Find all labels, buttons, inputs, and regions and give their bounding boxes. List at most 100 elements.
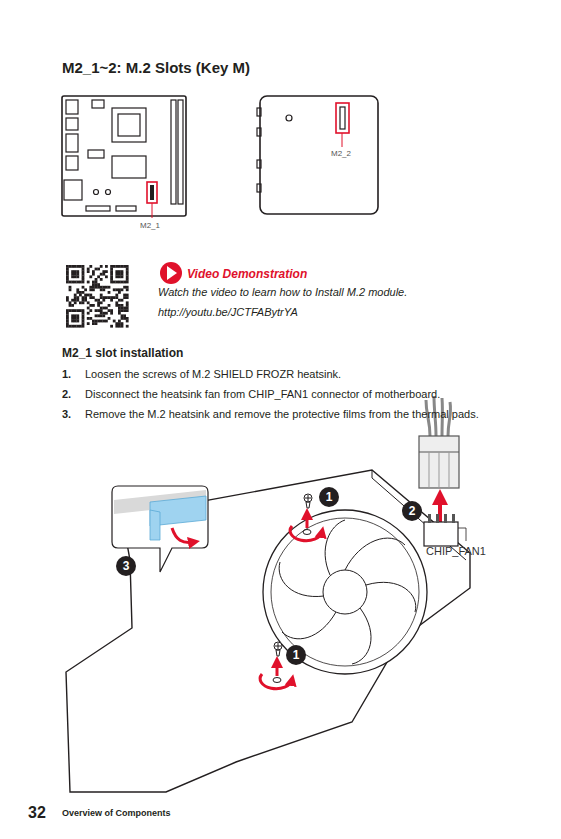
qr-module [74,270,77,273]
qr-module [74,314,77,317]
page-title: M2_1~2: M.2 Slots (Key M) [62,59,250,77]
play-icon [160,262,182,284]
qr-module [71,309,74,312]
qr-module [66,317,69,320]
qr-module [118,275,121,278]
qr-module [115,270,118,273]
qr-module [71,317,74,320]
qr-module [110,275,113,278]
qr-module [71,299,74,302]
qr-module [110,268,113,271]
screw-icon [273,494,312,683]
qr-module [115,322,118,325]
qr-module [110,309,113,312]
qr-module [74,273,77,276]
qr-module [126,309,129,312]
qr-module [100,312,103,315]
qr-module [82,296,85,299]
qr-module [100,265,103,268]
qr-module [69,309,72,312]
qr-module [74,309,77,312]
section-heading: M2_1 slot installation [62,346,183,360]
qr-module [100,314,103,317]
qr-module [84,299,87,302]
qr-module [108,309,111,312]
qr-module [69,281,72,284]
qr-module [79,291,82,294]
qr-module [100,307,103,310]
qr-module [100,286,103,289]
qr-module [74,317,77,320]
slot-label: M2_2 [331,149,351,159]
qr-module [76,296,79,299]
qr-module [87,322,90,325]
qr-module [121,317,124,320]
qr-module [74,320,77,323]
qr-module [69,286,72,289]
qr-module [66,268,69,271]
qr-module [113,320,116,323]
qr-module [92,288,95,291]
qr-module [82,312,85,315]
qr-module [89,317,92,320]
qr-module [71,314,74,317]
callout-circle [116,487,422,665]
qr-module [118,307,121,310]
qr-module [115,273,118,276]
connector-label: CHIP_FAN1 [426,545,486,558]
qr-module [89,286,92,289]
qr-module [105,275,108,278]
qr-module [121,322,124,325]
qr-module [100,294,103,297]
qr-module [121,265,124,268]
qr-module [79,294,82,297]
qr-module [105,265,108,268]
qr-module [100,301,103,304]
qr-module [102,296,105,299]
qr-module [76,273,79,276]
qr-module [82,320,85,323]
qr-module [126,268,129,271]
qr-module [126,275,129,278]
qr-module [126,301,129,304]
qr-module [121,288,124,291]
qr-module [100,309,103,312]
qr-module [76,288,79,291]
qr-module [76,299,79,302]
step-text: Disconnect the heatsink fan from CHIP_FA… [85,388,440,401]
qr-module [69,304,72,307]
qr-module [126,320,129,323]
qr-module [123,286,126,289]
qr-module [95,268,98,271]
heatsink [66,470,470,792]
qr-module [74,265,77,268]
qr-module [110,296,113,299]
qr-module [95,286,98,289]
qr-module [87,301,90,304]
step-text: Remove the M.2 heatsink and remove the p… [85,408,479,421]
qr-module [87,270,90,273]
qr-module [71,281,74,284]
qr-module [89,288,92,291]
qr-module [126,307,129,310]
qr-module [118,291,121,294]
qr-module [82,291,85,294]
qr-module [76,325,79,328]
qr-module [126,281,129,284]
qr-module [71,275,74,278]
qr-module [108,317,111,320]
leader-line [342,133,343,147]
qr-module [82,278,85,281]
qr-module [87,268,90,271]
qr-module [66,296,69,299]
leader-line [152,203,153,218]
qr-module [66,314,69,317]
qr-module [115,304,118,307]
qr-module [118,322,121,325]
qr-module [92,281,95,284]
qr-module [84,296,87,299]
qr-module [76,281,79,284]
qr-module [110,278,113,281]
qr-module [126,273,129,276]
qr-module [126,317,129,320]
